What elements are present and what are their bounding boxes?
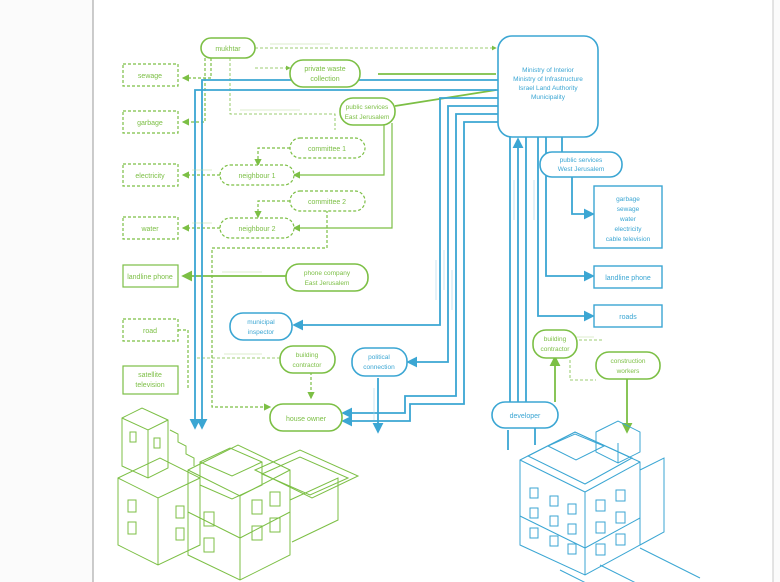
landline-right-label: landline phone xyxy=(605,275,651,282)
mukhtar-label: mukhtar xyxy=(215,46,241,53)
water-left-node: water xyxy=(122,216,179,240)
building-contractor-left-label-1: building xyxy=(296,352,319,359)
garbage-left-label: garbage xyxy=(137,120,163,127)
informal-building-illustration xyxy=(117,407,360,581)
public-services-west-label-2: West Jerusalem xyxy=(558,166,604,173)
political-connection-node: political connection xyxy=(351,347,408,377)
electricity-left-label: electricity xyxy=(135,173,165,180)
public-services-east-label-1: public services xyxy=(346,104,389,111)
ministry-label-1: Ministry of Interior xyxy=(522,67,574,74)
services-list-node: garbage sewage water electricity cable t… xyxy=(593,185,663,249)
services-list-water: water xyxy=(619,216,637,223)
public-services-west-node: public services West Jerusalem xyxy=(539,151,623,178)
satellite-tv-label-2: television xyxy=(135,382,164,389)
formal-building-illustration xyxy=(519,420,701,582)
building-contractor-left-label-2: contractor xyxy=(293,362,323,369)
formal-connections xyxy=(189,79,595,450)
ministry-label-2: Ministry of Infrastructure xyxy=(513,76,583,83)
construction-workers-node: construction workers xyxy=(595,351,661,380)
public-services-east-label-2: East Jerusalem xyxy=(345,114,390,121)
phone-company-label-2: East Jerusalem xyxy=(305,280,350,287)
garbage-left-node: garbage xyxy=(122,110,179,134)
ministry-label-4: Municipality xyxy=(531,94,566,101)
committee-1-label: committee 1 xyxy=(308,146,346,153)
committee-2-label: committee 2 xyxy=(308,199,346,206)
building-contractor-right-node: building contractor xyxy=(532,329,578,359)
private-waste-label-1: private waste xyxy=(304,66,345,73)
neighbour-2-node: neighbour 2 xyxy=(219,217,295,239)
satellite-tv-label-1: satellite xyxy=(138,372,162,379)
services-list-cable-tv: cable television xyxy=(606,236,651,243)
building-contractor-left-node: building contractor xyxy=(279,345,336,374)
landline-left-node: landline phone xyxy=(122,264,179,288)
developer-label: developer xyxy=(510,413,541,420)
public-services-west-label-1: public services xyxy=(560,157,603,164)
water-left-label: water xyxy=(140,226,159,233)
phone-company-label-1: phone company xyxy=(304,270,351,277)
neighbour-2-label: neighbour 2 xyxy=(239,226,276,233)
committee-1-node: committee 1 xyxy=(289,137,366,159)
sewage-left-node: sewage xyxy=(122,63,179,87)
annotation-marks xyxy=(192,43,594,355)
private-waste-node: private waste collection xyxy=(289,59,361,88)
sewage-left-label: sewage xyxy=(138,73,162,80)
ministry-label-3: Israel Land Authority xyxy=(518,85,578,92)
developer-node: developer xyxy=(491,401,559,429)
road-left-label: road xyxy=(143,328,157,335)
neighbour-1-label: neighbour 1 xyxy=(239,173,276,180)
services-list-electricity: electricity xyxy=(614,226,642,233)
roads-label: roads xyxy=(619,314,637,321)
services-list-garbage: garbage xyxy=(616,196,640,203)
municipal-inspector-label-2: inspector xyxy=(248,329,275,336)
landline-left-label: landline phone xyxy=(127,274,173,281)
annotation-marks-blue xyxy=(373,180,535,420)
political-connection-label-2: connection xyxy=(363,364,395,371)
ministry-node: Ministry of Interior Ministry of Infrast… xyxy=(497,35,599,138)
house-owner-node: house owner xyxy=(269,403,343,432)
building-contractor-right-label-1: building xyxy=(544,336,567,343)
neighbour-1-node: neighbour 1 xyxy=(219,164,295,186)
satellite-tv-node: satellite television xyxy=(122,365,179,395)
construction-workers-label-2: workers xyxy=(616,368,641,375)
house-owner-label: house owner xyxy=(286,416,327,423)
road-left-node: road xyxy=(122,318,179,342)
electricity-left-node: electricity xyxy=(122,163,179,187)
public-services-east-node: public services East Jerusalem xyxy=(339,97,396,126)
landline-right-node: landline phone xyxy=(593,265,663,289)
municipal-inspector-label-1: municipal xyxy=(247,319,275,326)
political-connection-label-1: political xyxy=(368,354,390,361)
private-waste-label-2: collection xyxy=(310,76,339,83)
construction-workers-label-1: construction xyxy=(610,358,645,365)
municipal-inspector-node: municipal inspector xyxy=(229,312,293,341)
committee-2-node: committee 2 xyxy=(289,190,366,212)
phone-company-node: phone company East Jerusalem xyxy=(285,263,369,292)
building-contractor-right-label-2: contractor xyxy=(541,346,571,353)
mukhtar-node: mukhtar xyxy=(200,37,256,59)
services-list-sewage: sewage xyxy=(617,206,640,213)
roads-node: roads xyxy=(593,304,663,328)
